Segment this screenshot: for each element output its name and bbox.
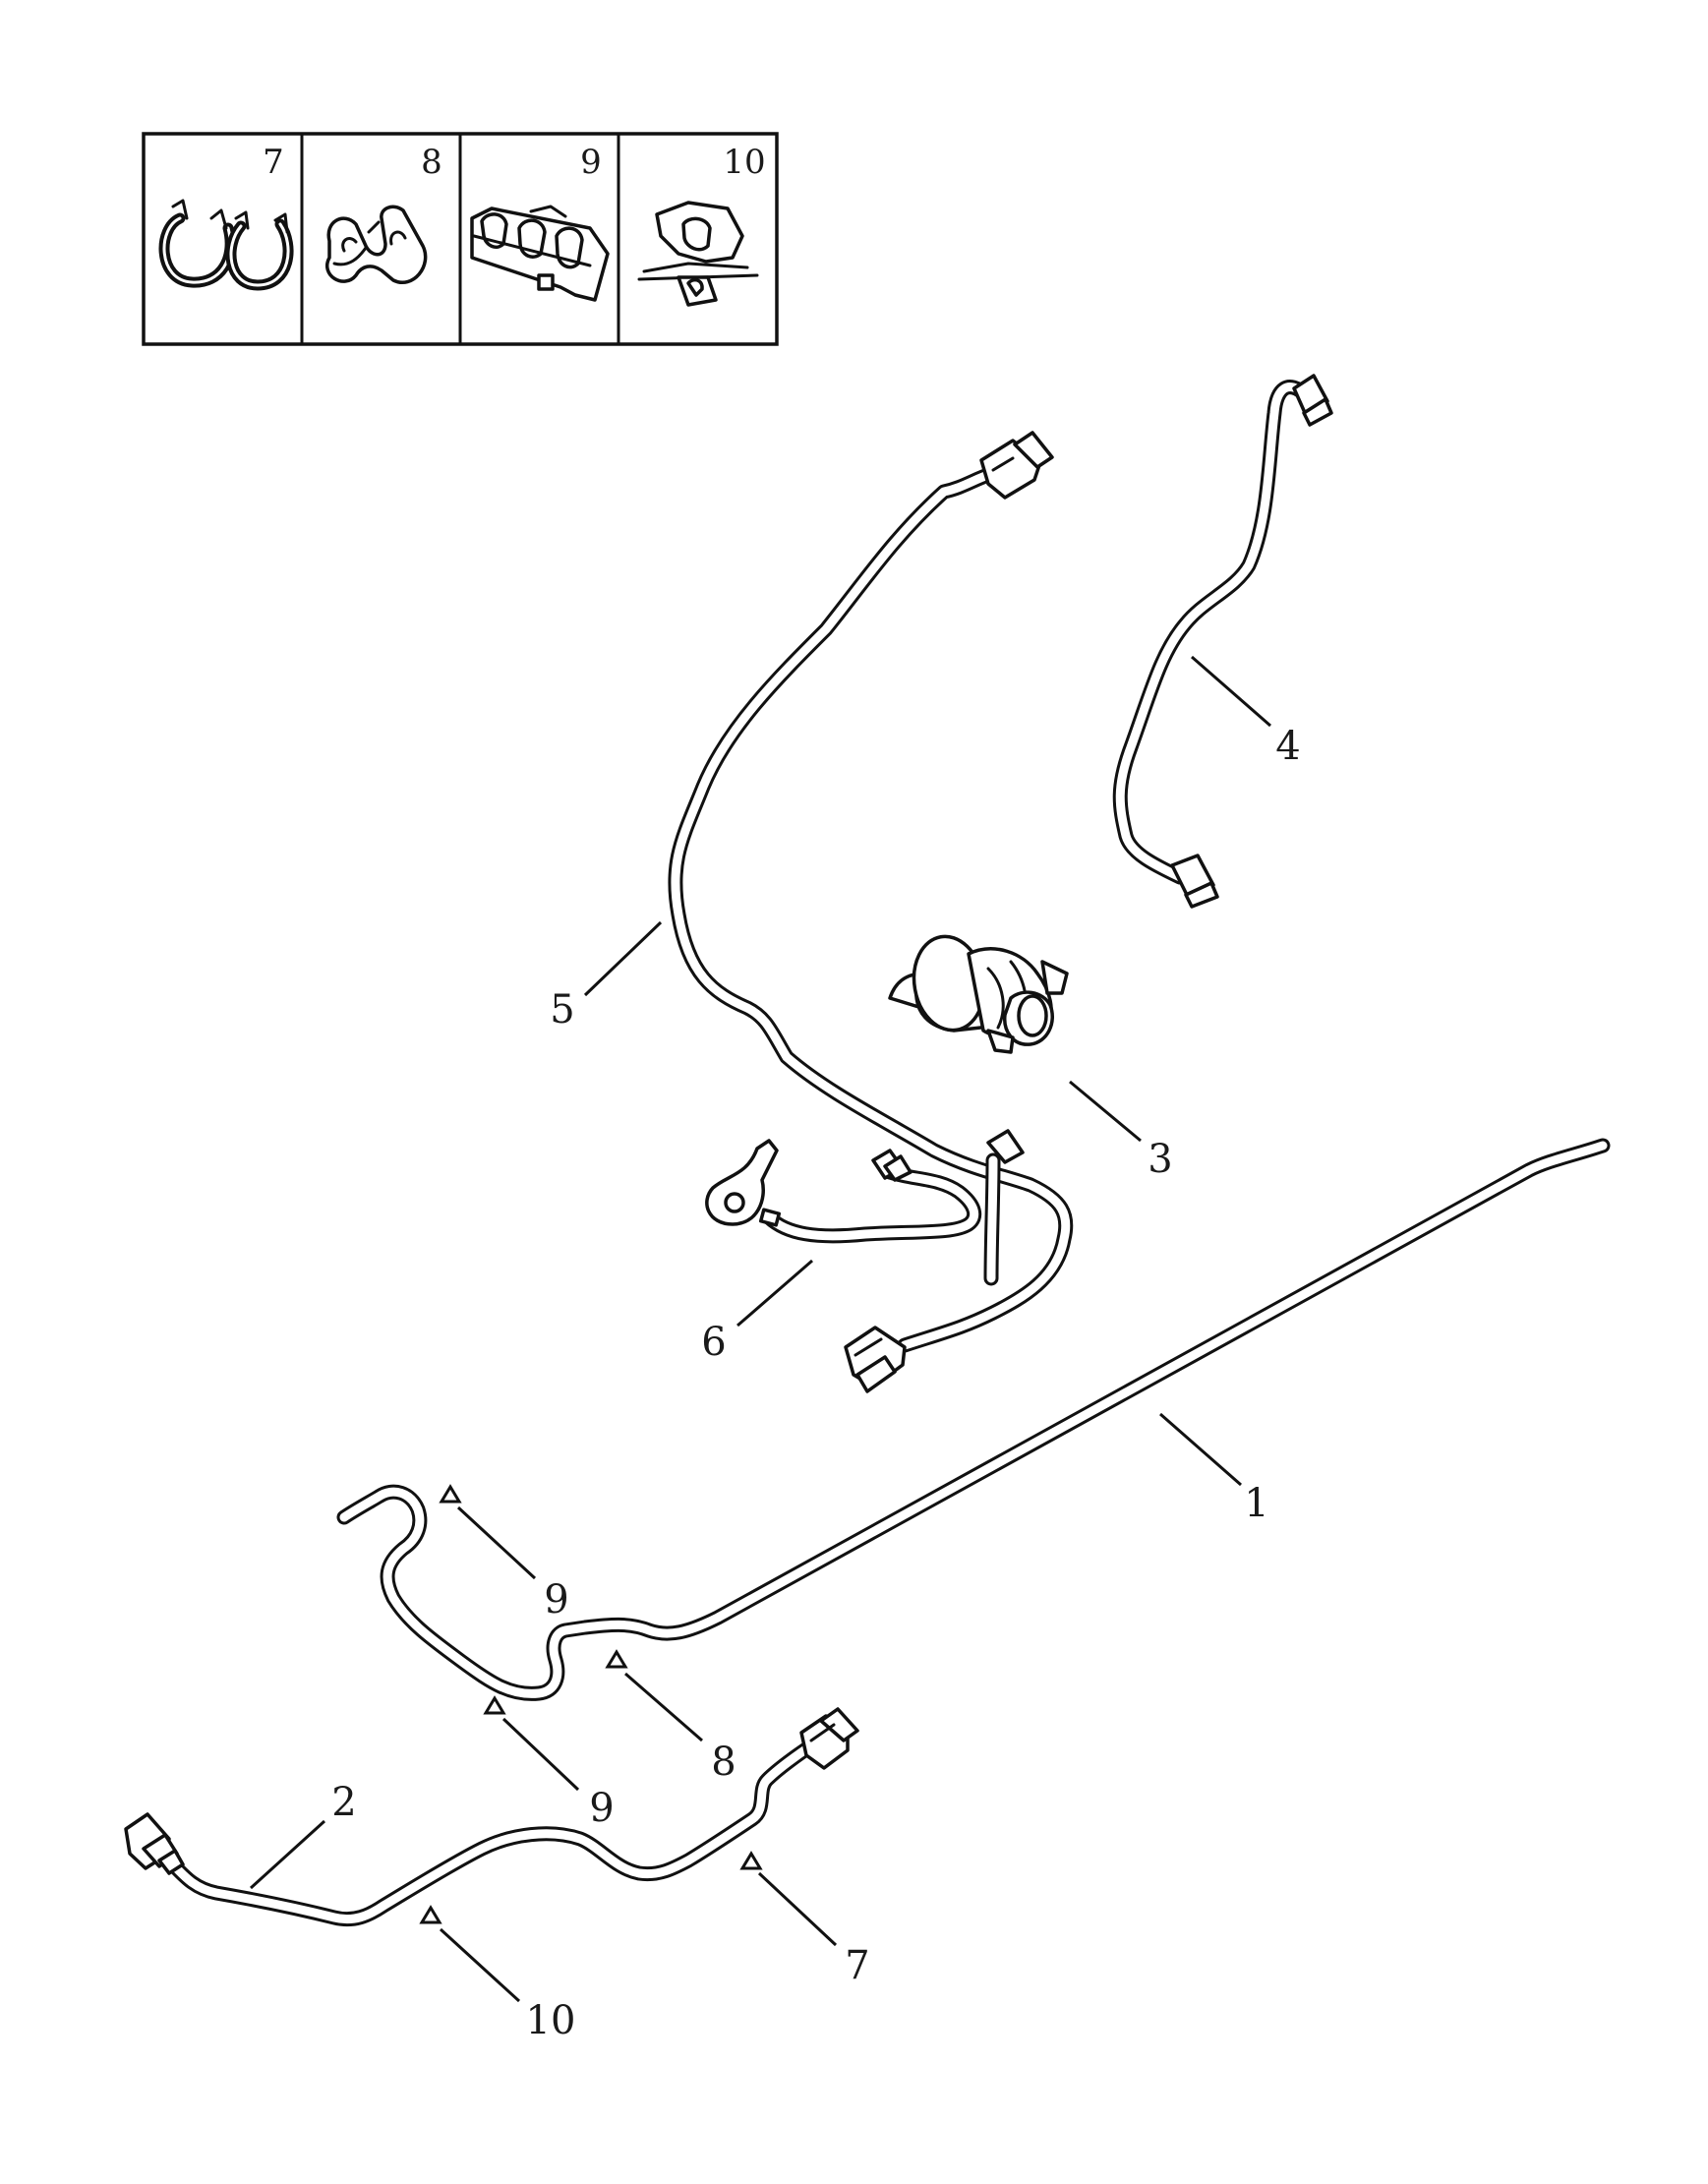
harness-part-5	[668, 431, 1074, 1393]
clip-location-markers	[419, 1484, 763, 1924]
clip-10-icon	[637, 201, 759, 307]
clip-legend-panel: 7 8 9 10	[142, 132, 779, 346]
clip-marker-9-lower	[483, 1695, 506, 1715]
sensor-part-3	[888, 934, 1069, 1054]
callout-numbers: 1 2 3 4 5 6 7 8 9 9 10	[331, 724, 1300, 2043]
clip-cell-number-8: 8	[421, 143, 442, 182]
cable-part-6	[705, 1139, 982, 1244]
clip-marker-8	[605, 1649, 628, 1669]
harness-part-4	[1112, 374, 1333, 909]
callout-1: 1	[1244, 1481, 1268, 1526]
clip-cell-number-10: 10	[723, 143, 765, 182]
clip-cell-number-7: 7	[263, 143, 284, 182]
connector-icon	[979, 431, 1054, 500]
tube-part-1	[336, 1138, 1611, 1701]
callout-2: 2	[331, 1780, 356, 1825]
callout-9-upper: 9	[544, 1577, 568, 1623]
ring-terminal-icon	[705, 1139, 782, 1227]
callout-7: 7	[845, 1943, 869, 1988]
connector-icon	[124, 1812, 185, 1875]
callout-5: 5	[550, 987, 574, 1033]
callout-8: 8	[711, 1740, 736, 1785]
callout-10: 10	[526, 1998, 576, 2043]
clip-cell-number-9: 9	[580, 143, 602, 182]
callout-3: 3	[1148, 1137, 1172, 1182]
clip-7-icon	[158, 199, 294, 291]
clip-8-icon	[325, 205, 428, 284]
callout-4: 4	[1275, 724, 1300, 769]
connector-icon	[799, 1707, 859, 1770]
leader-lines	[249, 655, 1271, 2003]
harness-part-2	[124, 1707, 859, 1927]
clip-marker-9-upper	[439, 1484, 462, 1504]
connector-icon	[871, 1149, 913, 1182]
callout-9-lower: 9	[589, 1786, 614, 1831]
connector-icon	[1292, 374, 1333, 427]
connector-icon	[986, 1129, 1025, 1164]
callout-6: 6	[701, 1320, 726, 1365]
clip-marker-10	[419, 1905, 442, 1924]
clip-marker-7	[739, 1851, 763, 1870]
clip-9-icon	[470, 205, 610, 302]
connector-icon	[844, 1326, 907, 1393]
connector-icon	[1170, 854, 1219, 909]
